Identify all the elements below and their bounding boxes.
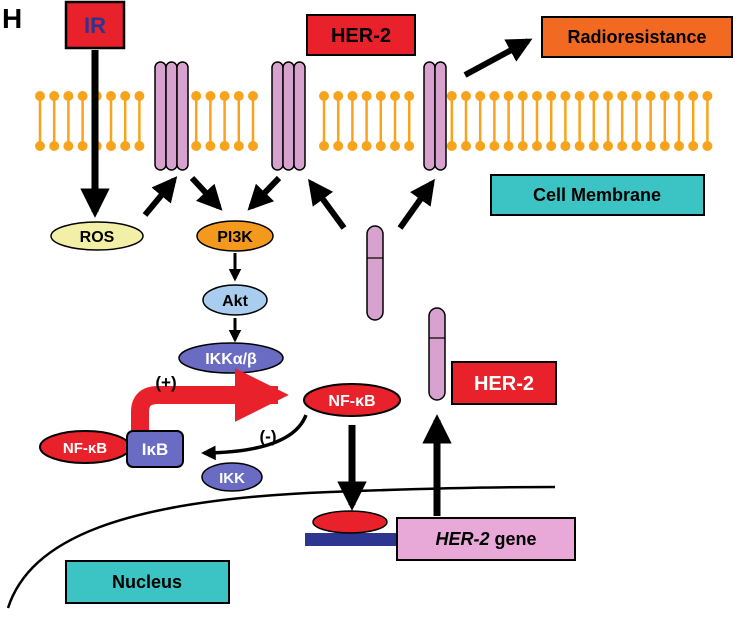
nucleus-box: [65, 560, 230, 604]
cell-membrane-box: [490, 174, 705, 216]
nucleus-label: Nucleus: [112, 572, 182, 592]
nfkb-label: NF-κB: [328, 393, 375, 410]
her2-receptor-right: [423, 61, 447, 171]
pi3k-label: PI3K: [217, 229, 253, 246]
pi3k-oval: [196, 220, 274, 252]
arrow-to-radioresistance: [463, 38, 533, 78]
activation-arrow: [131, 368, 289, 432]
her2-receptor-middle: [271, 61, 306, 171]
ikk-alpha-beta-label: IKKα/β: [205, 351, 257, 368]
akt-oval: [202, 284, 268, 316]
ir-label: IR: [84, 13, 106, 38]
plus-label: (+): [155, 373, 176, 392]
nfkb-bound-label: NF-κB: [63, 440, 107, 457]
ros-label: ROS: [80, 229, 115, 246]
arrow-receptor-mid-to-pi3k: [247, 175, 282, 211]
arrow-receptor-left-to-pi3k: [189, 175, 223, 211]
ikk-alpha-beta-oval: [178, 342, 284, 374]
her2-receptor-left: [154, 61, 189, 171]
her2-protein-new: [428, 307, 446, 401]
nfkb-on-dna: [312, 510, 388, 534]
dna-bar: [305, 533, 397, 546]
radioresistance-label: Radioresistance: [567, 27, 706, 47]
minus-label: (-): [260, 427, 277, 446]
ir-box: [64, 0, 126, 50]
panel-letter: H: [2, 3, 22, 34]
cell-membrane-bilayer: [35, 91, 713, 151]
her2-right-box: [451, 361, 557, 405]
her2-right-label: HER-2: [474, 373, 534, 395]
cell-membrane-label: Cell Membrane: [533, 185, 661, 205]
her2-gene-box: [396, 517, 576, 561]
her2-top-label: HER-2: [331, 25, 391, 47]
akt-label: Akt: [222, 293, 248, 310]
arrow-her2-to-receptor-mid: [308, 178, 347, 230]
nfkb-oval: [303, 383, 401, 417]
her2-gene-label: HER-2 gene: [435, 529, 536, 549]
ikk-oval: [201, 462, 263, 492]
ikb-box: [126, 430, 184, 468]
ros-oval: [50, 221, 144, 251]
arrow-nfkb-to-ikk-inhibition: [201, 414, 308, 461]
nuclear-envelope: [6, 485, 556, 609]
ikk-label: IKK: [219, 470, 245, 487]
arrow-ros-to-receptor: [142, 176, 178, 217]
her2-top-box: [306, 14, 416, 56]
radioresistance-box: [541, 16, 733, 58]
ikb-label: IκB: [142, 440, 168, 459]
her2-protein-cytoplasm: [366, 225, 384, 321]
arrow-her2-to-receptor-right: [397, 178, 435, 230]
